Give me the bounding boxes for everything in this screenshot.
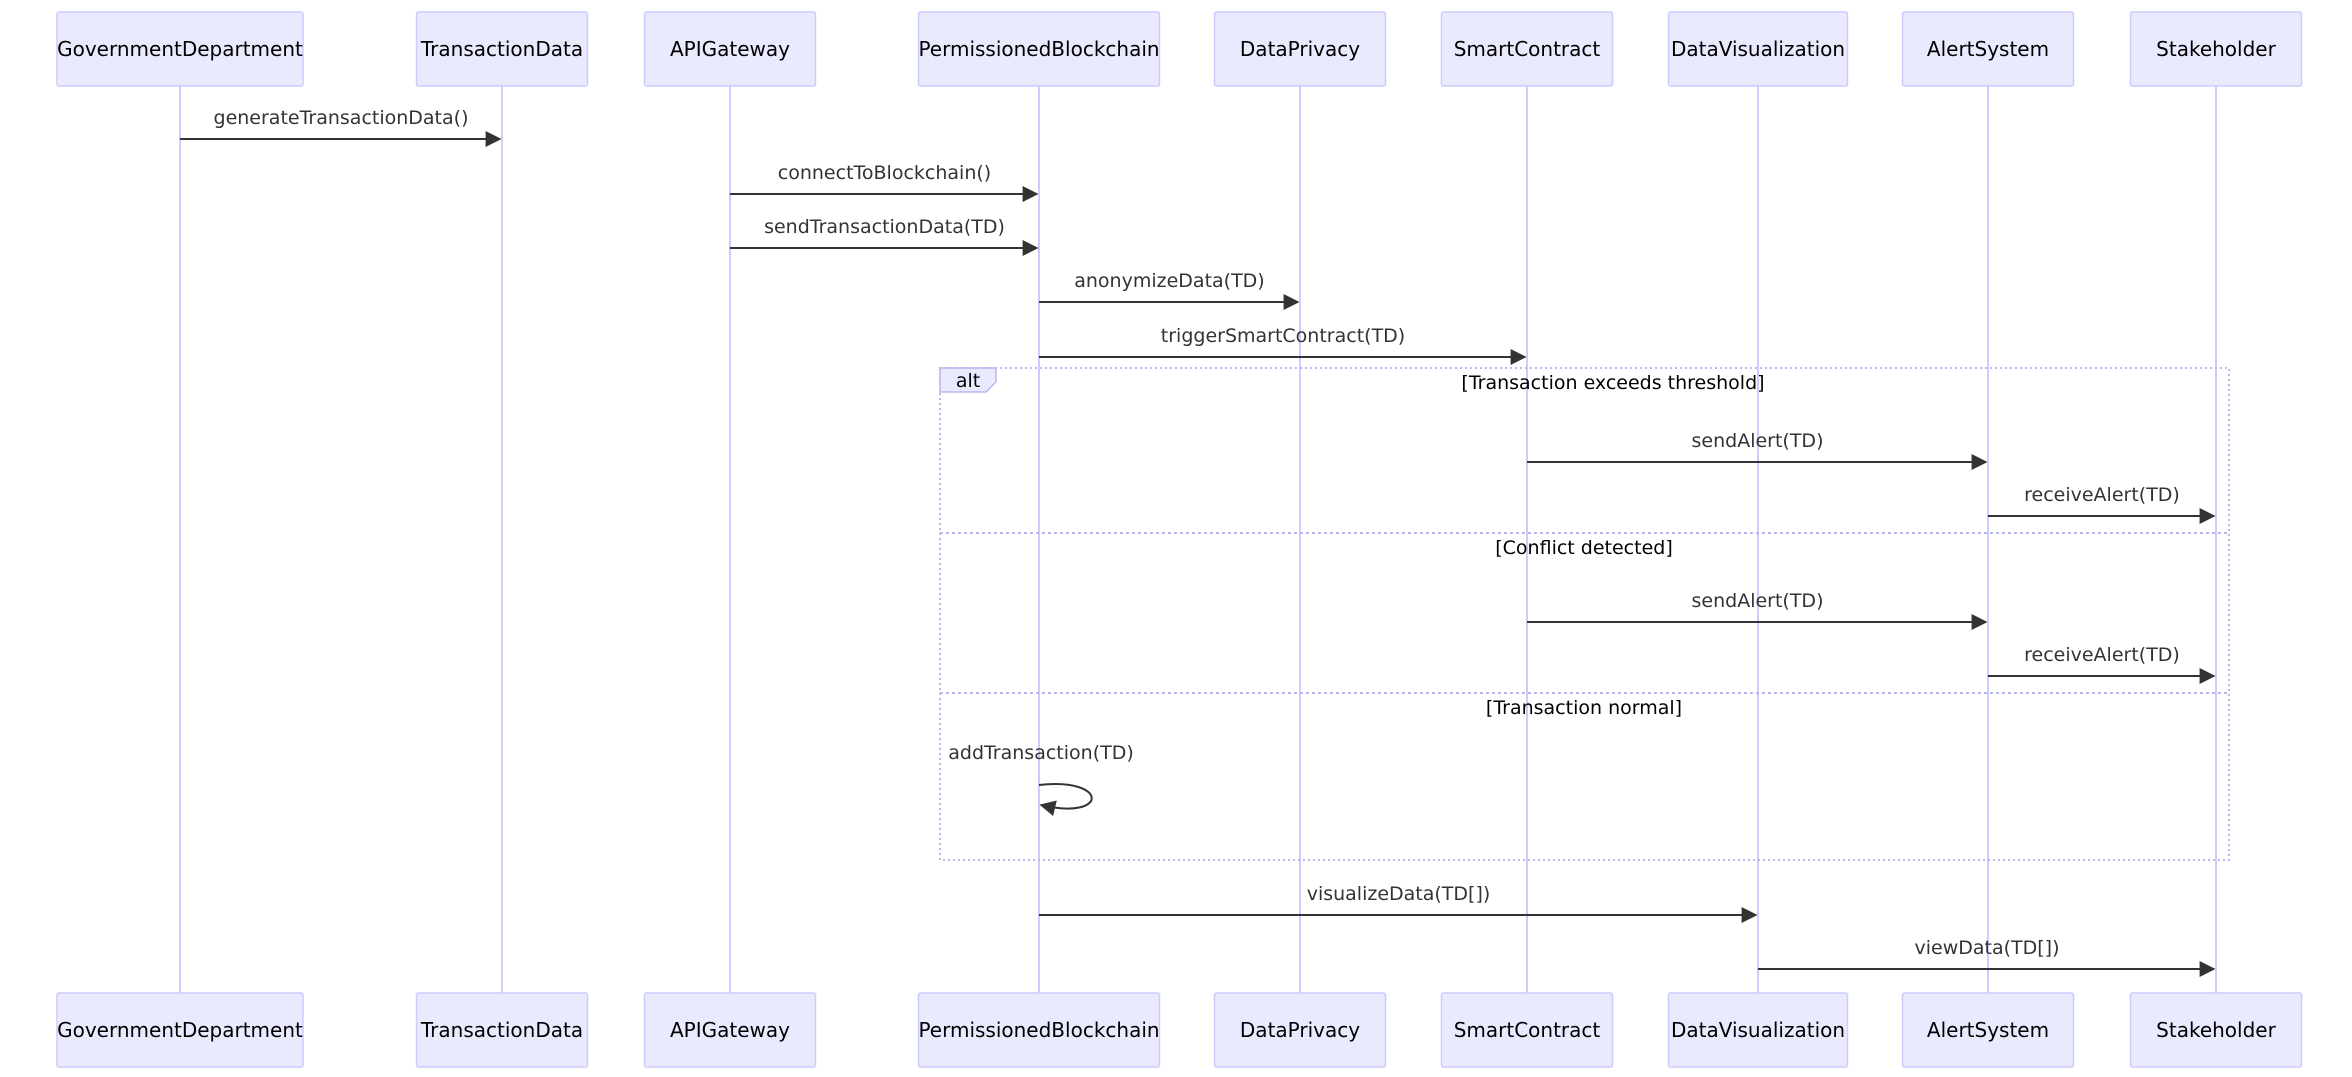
message-label: connectToBlockchain()	[778, 162, 991, 184]
lifelines	[179, 86, 2217, 993]
participant-label: DataPrivacy	[1240, 37, 1360, 61]
message-label: generateTransactionData()	[214, 107, 469, 129]
alt-condition: [Transaction exceeds threshold]	[1461, 372, 1764, 394]
message: visualizeData(TD[])	[1039, 883, 1758, 923]
participant-label: GovernmentDepartment	[57, 37, 303, 61]
self-message-arrow	[1038, 783, 1093, 817]
message: sendAlert(TD)	[1527, 590, 1988, 630]
participant-box: TransactionData	[415, 11, 589, 87]
participant-rect	[643, 11, 817, 87]
participant-label: DataPrivacy	[1240, 1018, 1360, 1042]
participant-label: SmartContract	[1454, 37, 1601, 61]
participant-label: PermissionedBlockchain	[918, 37, 1159, 61]
participant-box: SmartContract	[1440, 992, 1614, 1068]
participant-rect	[1901, 992, 2075, 1068]
participant-box: DataPrivacy	[1213, 992, 1387, 1068]
participant-rect	[1667, 992, 1849, 1068]
participant-rect	[917, 992, 1161, 1068]
alt-frame	[939, 367, 2230, 861]
participant-rect	[1213, 992, 1387, 1068]
participant-box: GovernmentDepartment	[56, 992, 304, 1068]
participant-rect	[1440, 992, 1614, 1068]
participant-box: DataVisualization	[1667, 11, 1849, 87]
participant-rect	[1667, 11, 1849, 87]
message: connectToBlockchain()	[730, 162, 1039, 202]
participant-rect	[56, 992, 304, 1068]
participant-label: DataVisualization	[1671, 1018, 1845, 1042]
participant-label: TransactionData	[420, 1018, 583, 1042]
participant-rect	[643, 992, 817, 1068]
participant-box: AlertSystem	[1901, 11, 2075, 87]
message: receiveAlert(TD)	[1988, 484, 2216, 524]
message-label: viewData(TD[])	[1914, 937, 2059, 959]
participant-rect	[415, 992, 589, 1068]
message: generateTransactionData()	[180, 107, 502, 147]
participant-label: Stakeholder	[2156, 1018, 2276, 1042]
message: sendTransactionData(TD)	[730, 216, 1039, 256]
message: sendAlert(TD)	[1527, 430, 1988, 470]
participant-label: AlertSystem	[1927, 1018, 2049, 1042]
participant-label: AlertSystem	[1927, 37, 2049, 61]
participant-rect	[2129, 11, 2303, 87]
message-label: addTransaction(TD)	[948, 742, 1134, 764]
participant-rect	[1440, 11, 1614, 87]
participant-rect	[1901, 11, 2075, 87]
message-label: receiveAlert(TD)	[2024, 484, 2180, 506]
message-label: sendTransactionData(TD)	[764, 216, 1005, 238]
participant-box: PermissionedBlockchain	[917, 992, 1161, 1068]
participant-label: APIGateway	[670, 37, 790, 61]
message: viewData(TD[])	[1758, 937, 2216, 977]
participant-label: DataVisualization	[1671, 37, 1845, 61]
alt-fragment: alt [Transaction exceeds threshold] [Con…	[939, 367, 2230, 861]
message-label: receiveAlert(TD)	[2024, 644, 2180, 666]
participant-box: APIGateway	[643, 11, 817, 87]
participant-rect	[917, 11, 1161, 87]
participant-box: APIGateway	[643, 992, 817, 1068]
alt-label: alt	[956, 370, 980, 392]
participant-box: DataVisualization	[1667, 992, 1849, 1068]
participants: GovernmentDepartmentGovernmentDepartment…	[56, 11, 2303, 1068]
participant-box: Stakeholder	[2129, 11, 2303, 87]
message: anonymizeData(TD)	[1039, 270, 1300, 310]
message: triggerSmartContract(TD)	[1039, 325, 1527, 365]
participant-rect	[1213, 11, 1387, 87]
participant-box: Stakeholder	[2129, 992, 2303, 1068]
messages: generateTransactionData() connectToBlockc…	[180, 107, 2216, 977]
participant-label: GovernmentDepartment	[57, 1018, 303, 1042]
message: addTransaction(TD)	[948, 742, 1134, 817]
alt-condition: [Conflict detected]	[1495, 537, 1672, 559]
participant-label: TransactionData	[420, 37, 583, 61]
participant-label: Stakeholder	[2156, 37, 2276, 61]
participant-label: SmartContract	[1454, 1018, 1601, 1042]
participant-box: GovernmentDepartment	[56, 11, 304, 87]
message-label: anonymizeData(TD)	[1074, 270, 1264, 292]
message-label: sendAlert(TD)	[1692, 430, 1824, 452]
participant-box: SmartContract	[1440, 11, 1614, 87]
participant-rect	[2129, 992, 2303, 1068]
participant-box: AlertSystem	[1901, 992, 2075, 1068]
participant-box: PermissionedBlockchain	[917, 11, 1161, 87]
participant-box: DataPrivacy	[1213, 11, 1387, 87]
message: receiveAlert(TD)	[1988, 644, 2216, 684]
message-label: sendAlert(TD)	[1692, 590, 1824, 612]
participant-rect	[56, 11, 304, 87]
alt-condition: [Transaction normal]	[1486, 697, 1682, 719]
message-label: triggerSmartContract(TD)	[1161, 325, 1405, 347]
participant-rect	[415, 11, 589, 87]
message-label: visualizeData(TD[])	[1307, 883, 1491, 905]
participant-box: TransactionData	[415, 992, 589, 1068]
participant-label: PermissionedBlockchain	[918, 1018, 1159, 1042]
participant-label: APIGateway	[670, 1018, 790, 1042]
alt-label-box	[939, 367, 997, 393]
